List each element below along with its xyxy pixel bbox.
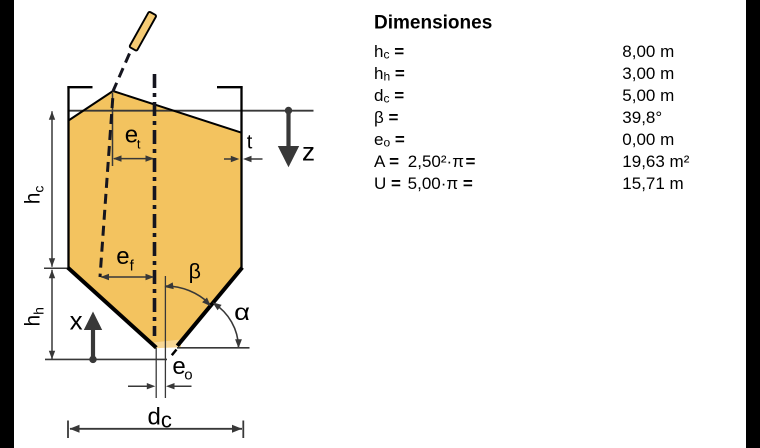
svg-text:15,71 m: 15,71 m bbox=[622, 174, 683, 193]
svg-text:19,63 m²: 19,63 m² bbox=[622, 152, 689, 171]
svg-text:hc =: hc = bbox=[374, 42, 404, 62]
svg-text:β: β bbox=[189, 260, 201, 284]
svg-text:Dimensiones: Dimensiones bbox=[374, 13, 492, 34]
svg-text:eo =: eo = bbox=[374, 130, 405, 150]
svg-text:dc: dc bbox=[148, 403, 172, 432]
svg-text:dc =: dc = bbox=[374, 86, 404, 106]
svg-text:β =: β = bbox=[374, 108, 399, 127]
svg-text:5,00 m: 5,00 m bbox=[622, 86, 674, 105]
svg-text:8,00 m: 8,00 m bbox=[622, 42, 674, 61]
svg-text:U = 5,00·π =: U = 5,00·π = bbox=[374, 174, 473, 193]
svg-text:3,00 m: 3,00 m bbox=[622, 64, 674, 83]
svg-text:A = 2,50²·π=: A = 2,50²·π= bbox=[374, 152, 475, 171]
svg-text:x: x bbox=[70, 306, 83, 336]
svg-text:t: t bbox=[247, 131, 253, 153]
svg-text:α: α bbox=[234, 299, 250, 325]
svg-text:hh =: hh = bbox=[374, 64, 405, 84]
svg-text:0,00 m: 0,00 m bbox=[622, 130, 674, 149]
svg-text:et: et bbox=[125, 121, 141, 151]
svg-text:39,8°: 39,8° bbox=[622, 108, 662, 127]
svg-text:z: z bbox=[302, 137, 315, 167]
